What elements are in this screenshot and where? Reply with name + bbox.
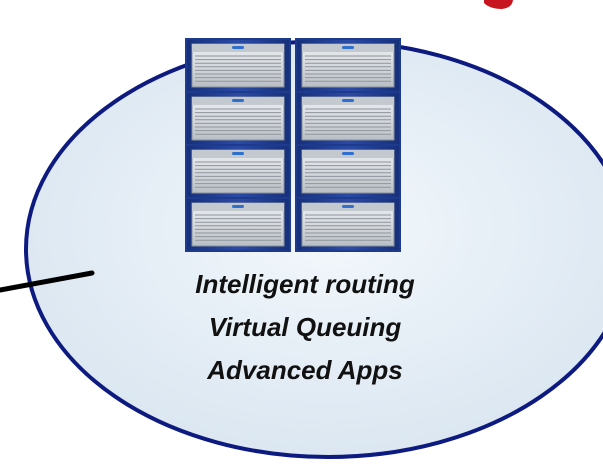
server-rack-icon: [185, 38, 401, 252]
server-unit: [295, 38, 401, 93]
connector-line: [0, 270, 95, 293]
server-unit: [185, 38, 291, 93]
server-unit: [295, 91, 401, 146]
server-unit: [295, 197, 401, 252]
caption-intelligent-routing: Intelligent routing: [195, 269, 415, 299]
caption-advanced-apps: Advanced Apps: [206, 355, 403, 385]
cut-off-heading-fragment: [484, 0, 513, 9]
server-unit: [185, 197, 291, 252]
server-unit: [185, 91, 291, 146]
server-unit: [295, 144, 401, 199]
caption-virtual-queuing: Virtual Queuing: [209, 312, 402, 342]
server-unit: [185, 144, 291, 199]
